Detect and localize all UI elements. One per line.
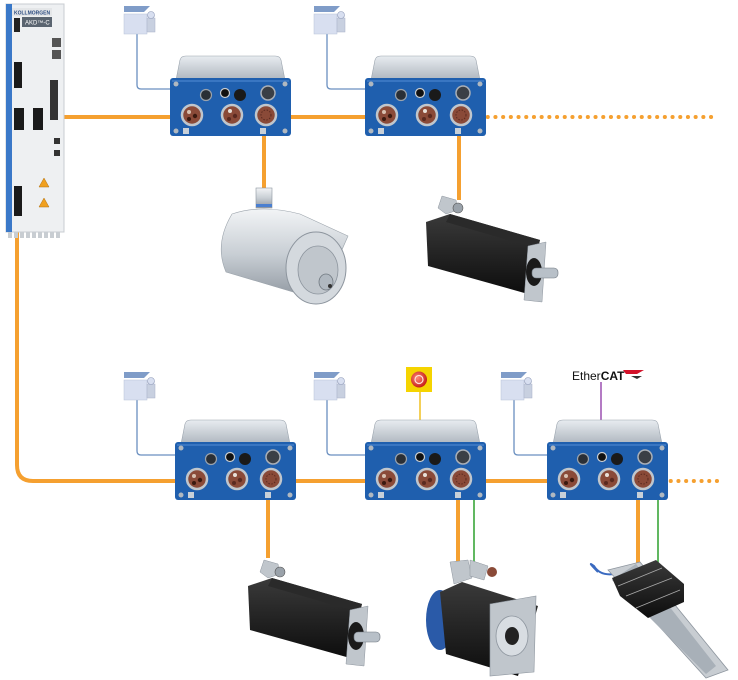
ethercat-label-plain: Ether <box>572 369 601 383</box>
sensor-line-4 <box>326 398 368 456</box>
decentral-drive-module[interactable] <box>545 418 670 502</box>
sensor-line-2 <box>326 32 370 90</box>
drive-brand: KOLLMORGEN <box>14 11 50 17</box>
limit-switch-icon <box>313 5 346 35</box>
warning-icon <box>38 177 50 188</box>
limit-switch-icon <box>313 371 346 401</box>
decentral-drive-module[interactable] <box>363 54 488 138</box>
svg-text:EtherCAT: EtherCAT <box>572 369 625 383</box>
decentral-drive-module[interactable] <box>363 418 488 502</box>
servo-motor[interactable] <box>426 195 559 303</box>
cable-drive-to-bottom-chain <box>15 117 180 483</box>
drive-model: AKD™-C <box>25 20 50 27</box>
power-cables <box>15 115 720 572</box>
sensor-line-3 <box>136 398 178 456</box>
servo-drive[interactable]: KOLLMORGEN AKD™-C <box>5 3 65 238</box>
ethercat-logo: EtherCAT <box>572 369 644 383</box>
decentral-drive-module[interactable] <box>170 55 291 136</box>
emergency-stop-button[interactable] <box>406 367 432 392</box>
servo-motor-with-brake[interactable] <box>426 559 538 677</box>
linear-actuator[interactable] <box>589 560 729 679</box>
decentral-drive-module[interactable] <box>173 418 298 502</box>
sensor-line-5 <box>513 398 550 456</box>
ethercat-logo-icon <box>623 370 644 374</box>
stainless-steel-motor[interactable] <box>220 187 349 305</box>
servo-motor[interactable] <box>247 559 381 667</box>
limit-switch-icon <box>500 371 533 401</box>
warning-icon <box>38 197 50 208</box>
ethercat-label-bold: CAT <box>601 369 625 383</box>
limit-switch-icon <box>123 6 156 35</box>
sensor-line-1 <box>136 32 176 90</box>
limit-switch-icon <box>123 371 156 401</box>
